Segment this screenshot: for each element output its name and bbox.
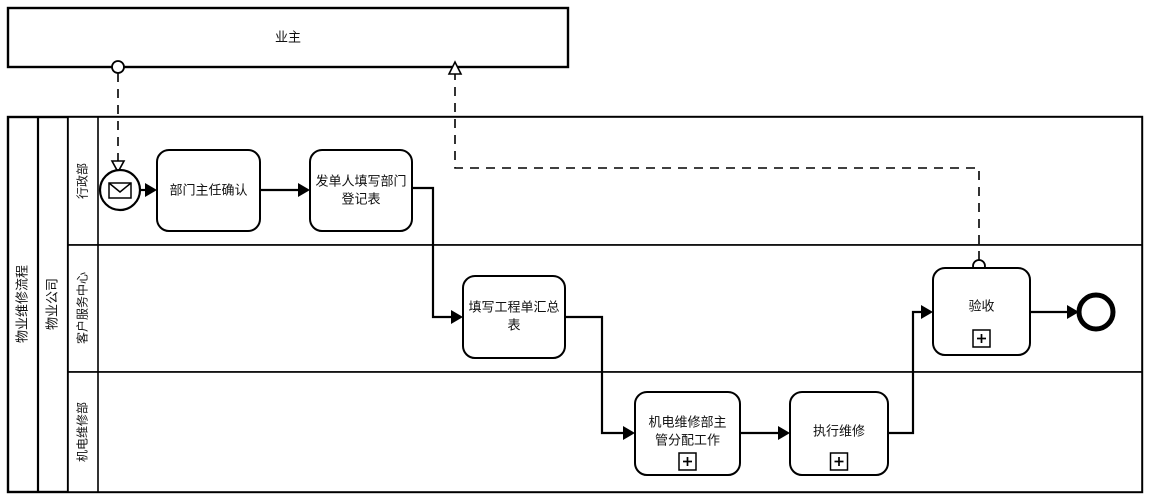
task-accept[interactable]: 验收 (932, 267, 1031, 356)
message-flow-line (454, 74, 980, 260)
lane-repair-label: 机电维修部 (75, 402, 90, 462)
message-flow-owner-to-start[interactable] (110, 60, 126, 174)
flow-start-confirm[interactable] (141, 183, 157, 197)
arrowhead-icon (298, 183, 310, 197)
task-confirm-rect (156, 149, 261, 232)
start-message-event[interactable] (98, 168, 142, 212)
circle-connector-icon (111, 60, 125, 74)
flow-confirm-register[interactable] (260, 183, 310, 197)
pool-company-label: 物业公司 (46, 278, 61, 330)
sequence-flows (141, 183, 1079, 440)
arrowhead-icon (1067, 305, 1079, 319)
task-assign-rect (634, 391, 741, 476)
hollow-arrow-down-icon (110, 160, 126, 174)
task-accept-rect (932, 267, 1031, 356)
arrowhead-icon (921, 305, 933, 319)
task-assign[interactable]: 机电维修部主 管分配工作 (634, 391, 741, 476)
flow-line (412, 186, 453, 319)
flow-register-summary[interactable] (412, 186, 463, 324)
pool-owner[interactable]: 业主 (6, 6, 570, 69)
subprocess-plus-marker (678, 452, 697, 471)
task-register[interactable]: 发单人填写部门 登记表 (309, 149, 413, 232)
task-execute[interactable]: 执行维修 (789, 391, 889, 476)
task-assign-label-line1: 机电维修部主 (648, 416, 726, 431)
lane-service-label: 客户服务中心 (75, 272, 90, 344)
arrowhead-icon (145, 183, 157, 197)
task-summary-rect (462, 275, 566, 359)
task-execute-label: 执行维修 (813, 425, 865, 440)
lane-admin-label: 行政部 (75, 163, 90, 199)
task-summary-label-line2: 表 (507, 319, 520, 334)
envelope-icon-flap (108, 182, 132, 193)
task-register-label-line1: 发单人填写部门 (315, 174, 406, 190)
flow-accept-end[interactable] (1030, 305, 1079, 319)
task-register-label-line2: 登记表 (341, 193, 380, 208)
hollow-arrow-up-icon (447, 60, 463, 75)
flow-execute-accept[interactable] (888, 305, 933, 435)
flow-line (888, 310, 923, 435)
flow-line (565, 315, 625, 435)
pool-owner-label: 业主 (275, 31, 301, 46)
arrowhead-icon (623, 426, 635, 440)
end-event-circle (1076, 292, 1116, 332)
task-summary-label-line1: 填写工程单汇总 (468, 301, 559, 316)
subprocess-plus-marker (972, 329, 991, 348)
subprocess-plus-marker (829, 452, 849, 471)
task-confirm-label: 部门主任确认 (169, 184, 247, 199)
flow-summary-assign[interactable] (565, 315, 635, 440)
task-accept-label: 验收 (968, 299, 994, 315)
pool-owner-rect (6, 6, 570, 69)
pool-main-label: 物业维修流程 (16, 265, 31, 343)
arrowhead-icon (778, 426, 790, 440)
end-event[interactable] (1076, 292, 1116, 332)
arrowhead-icon (451, 310, 463, 324)
task-confirm[interactable]: 部门主任确认 (156, 149, 261, 232)
task-register-rect (309, 149, 413, 232)
task-assign-label-line2: 管分配工作 (655, 434, 720, 449)
task-execute-rect (789, 391, 889, 476)
flow-assign-execute[interactable] (740, 426, 790, 440)
task-summary[interactable]: 填写工程单汇总 表 (462, 275, 566, 359)
